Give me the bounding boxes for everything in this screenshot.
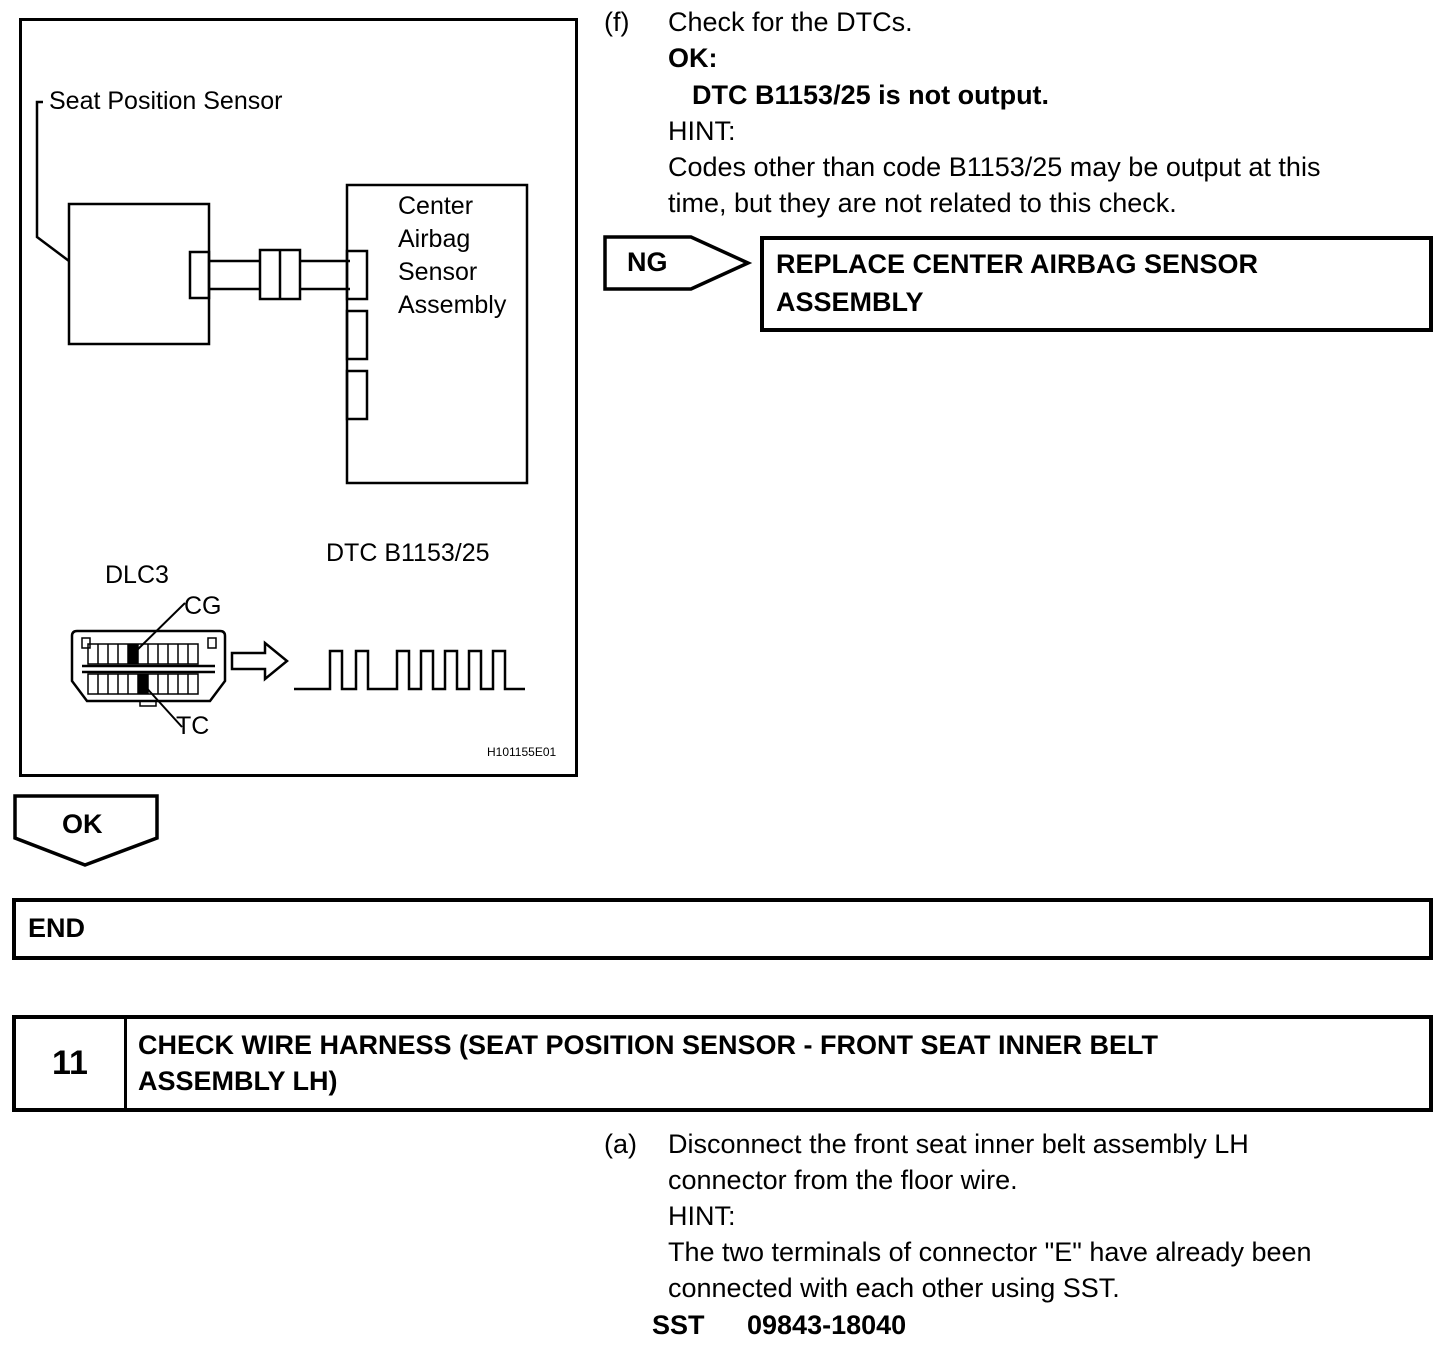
step-11-title-line-2: ASSEMBLY LH): [138, 1066, 338, 1096]
figure-id: H101155E01: [487, 745, 557, 759]
end-label: END: [28, 913, 86, 943]
ng-label: NG: [627, 247, 668, 277]
step-a-marker: (a): [604, 1129, 637, 1159]
hint-line-2: time, but they are not related to this c…: [668, 188, 1177, 218]
tc-label: TC: [176, 712, 210, 740]
cg-leader-line: [132, 602, 186, 655]
center-airbag-label-4: Assembly: [398, 291, 507, 319]
step-a-hint-line-2: connected with each other using SST.: [668, 1273, 1120, 1303]
ok-criteria-value: DTC B1153/25 is not output.: [692, 80, 1050, 110]
seat-position-sensor-label: Seat Position Sensor: [49, 87, 283, 115]
sst-value: 09843-18040: [747, 1310, 907, 1340]
step-f-text: Check for the DTCs.: [668, 7, 913, 37]
end-box: END: [12, 898, 1433, 960]
hint-label: HINT:: [668, 116, 736, 146]
cg-label: CG: [184, 592, 222, 620]
ng-action-line-2: ASSEMBLY: [776, 287, 924, 317]
airbag-connector-3: [345, 369, 369, 421]
tc-leader-line: [142, 683, 183, 728]
hollow-arrow-icon: [230, 640, 289, 682]
center-airbag-label-1: Center: [398, 192, 474, 220]
seat-position-sensor-box: [67, 202, 211, 346]
step-number-cell: 11: [16, 1019, 127, 1108]
hint-line-1: Codes other than code B1153/25 may be ou…: [668, 152, 1321, 182]
sensor-connector: [188, 250, 211, 300]
step-a-line-2: connector from the floor wire.: [668, 1165, 1018, 1195]
step-11-title-line-1: CHECK WIRE HARNESS (SEAT POSITION SENSOR…: [138, 1030, 1159, 1060]
ng-arrow-tag: [603, 235, 753, 291]
step-11-header: 11 CHECK WIRE HARNESS (SEAT POSITION SEN…: [12, 1015, 1433, 1112]
dlc3-connector-shell: [70, 629, 227, 703]
diagram-drawing: [35, 100, 529, 728]
dtc-label: DTC B1153/25: [326, 539, 490, 567]
center-airbag-label-2: Airbag: [398, 225, 471, 253]
step-a-hint-label: HINT:: [668, 1201, 736, 1231]
sst-label: SST: [652, 1310, 705, 1340]
airbag-connector-1: [345, 249, 369, 301]
dlc3-label: DLC3: [105, 561, 169, 589]
ok-label: OK: [62, 809, 103, 839]
center-airbag-label-3: Sensor: [398, 258, 478, 286]
step-a-line-1: Disconnect the front seat inner belt ass…: [668, 1129, 1249, 1159]
ng-action-line-1: REPLACE CENTER AIRBAG SENSOR: [776, 249, 1259, 279]
wiring-diagram-figure: Seat Position Sensor Center Airbag Senso…: [19, 18, 578, 777]
dtc-pulse-waveform: [294, 649, 525, 691]
step-number: 11: [52, 1044, 88, 1082]
ok-criteria-label: OK:: [668, 43, 718, 73]
sensor-leader-line: [35, 100, 70, 262]
step-f-marker: (f): [604, 7, 630, 37]
replace-airbag-sensor-box: REPLACE CENTER AIRBAG SENSOR ASSEMBLY: [760, 236, 1433, 332]
airbag-connector-2: [345, 309, 369, 361]
ok-arrow-tag: [13, 794, 159, 867]
step-a-hint-line-1: The two terminals of connector "E" have …: [668, 1237, 1312, 1267]
